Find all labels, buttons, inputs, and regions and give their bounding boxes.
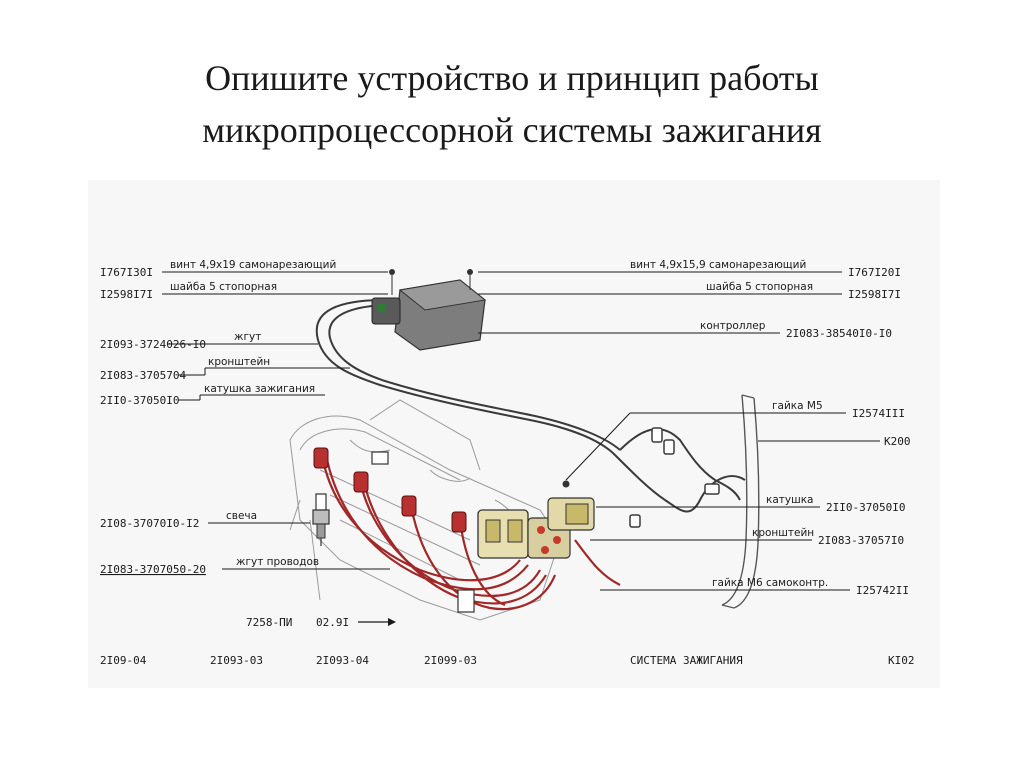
left-callouts: I767I30I винт 4,9х19 самонарезающий I259… [100, 259, 336, 576]
callout-label-right-3: контроллер [700, 320, 766, 332]
callout-label-right-2: шайба 5 стопорная [706, 281, 813, 293]
harness-plug-illustration [457, 589, 475, 613]
callout-code-right-4: I2574III [852, 407, 905, 420]
footer-model-2: 2I093-03 [210, 654, 263, 667]
callout-label-right-4: гайка М5 [772, 400, 823, 412]
title-line-1: Опишите устройство и принцип работы [205, 58, 819, 98]
right-leader-lines [478, 271, 880, 591]
callout-label-right-1: винт 4,9х15,9 самонарезающий [630, 259, 806, 271]
callout-code-left-3: 2I093-3724026-I0 [100, 338, 206, 351]
controller-ecu-illustration [371, 269, 487, 351]
callout-code-left-7: 2I083-3707050-20 [100, 563, 206, 576]
callout-label-left-2: шайба 5 стопорная [170, 281, 277, 293]
figure-number: 7258-ПИ [246, 616, 292, 629]
left-leader-lines [162, 271, 390, 570]
harness-connectors [629, 427, 720, 528]
main-harness-illustration [315, 299, 746, 513]
footer-section-title: СИСТЕМА ЗАЖИГАНИЯ [630, 654, 743, 667]
ignition-coil-illustration [477, 480, 595, 559]
callout-label-right-8: гайка М6 самоконтр. [712, 577, 828, 589]
footer-model-1: 2I09-04 [100, 654, 147, 667]
footer-page-code: КI02 [888, 654, 915, 667]
footer-model-4: 2I099-03 [424, 654, 477, 667]
callout-code-left-6: 2I08-37070I0-I2 [100, 517, 199, 530]
bracket-strip-illustration [721, 394, 760, 609]
engine-block-illustration [289, 399, 561, 621]
callout-code-right-6: 2II0-37050I0 [826, 501, 905, 514]
callout-code-right-3: 2I083-38540I0-I0 [786, 327, 892, 340]
callout-label-left-6: свеча [226, 510, 257, 522]
wire-clip-illustration [371, 451, 389, 465]
right-callouts: винт 4,9х15,9 самонарезающий I767I20I ша… [630, 259, 911, 597]
spark-plug-caps-illustration [313, 447, 467, 533]
callout-code-left-2: I2598I7I [100, 288, 153, 301]
slide-title: Опишите устройство и принцип работы микр… [0, 52, 1024, 156]
callout-code-left-1: I767I30I [100, 266, 153, 279]
diagram-panel [88, 180, 940, 688]
callout-code-right-5: К200 [884, 435, 911, 448]
callout-code-right-7: 2I083-37057I0 [818, 534, 904, 547]
spark-plug-illustration [312, 493, 330, 546]
callout-label-left-5: катушка зажигания [204, 383, 315, 395]
callout-code-right-2: I2598I7I [848, 288, 901, 301]
arrowhead-icon [388, 618, 396, 626]
callout-code-left-4: 2I083-3705704 [100, 369, 186, 382]
callout-label-left-1: винт 4,9х19 самонарезающий [170, 259, 336, 271]
title-line-2: микропроцессорной системы зажигания [202, 110, 822, 150]
callout-label-right-7: кронштейн [752, 527, 814, 539]
callout-label-left-7: жгут проводов [236, 556, 319, 568]
callout-label-left-4: кронштейн [208, 356, 270, 368]
callout-code-right-8: I25742II [856, 584, 909, 597]
callout-code-left-5: 2II0-37050I0 [100, 394, 179, 407]
footer-model-3: 2I093-04 [316, 654, 369, 667]
callout-code-right-1: I767I20I [848, 266, 901, 279]
figure-date: 02.9I [316, 616, 349, 629]
figure-reference: 7258-ПИ 02.9I [246, 616, 396, 629]
callout-label-left-3: жгут [234, 331, 261, 343]
callout-label-right-6: катушка [766, 494, 814, 506]
diagram-footer: 2I09-04 2I093-03 2I093-04 2I099-03 СИСТЕ… [100, 654, 915, 667]
